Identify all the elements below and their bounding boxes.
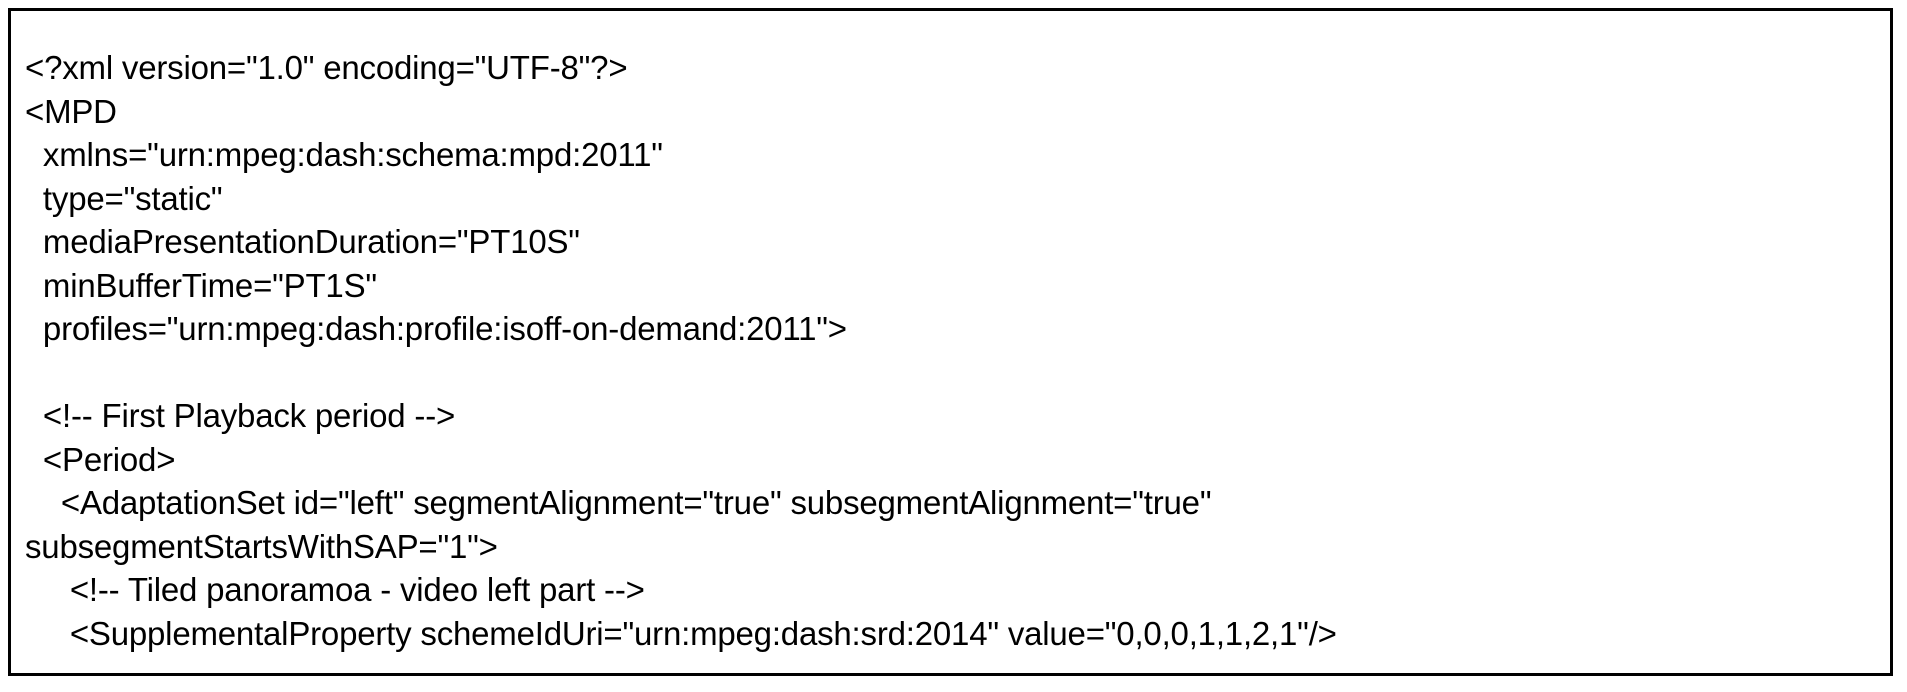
code-line: mediaPresentationDuration="PT10S"	[25, 223, 580, 260]
code-line: <AdaptationSet id="left" segmentAlignmen…	[25, 484, 1212, 521]
code-line: type="static"	[25, 179, 223, 217]
code-line-blank	[25, 351, 1890, 395]
code-line: <SupplementalProperty schemeIdUri="urn:m…	[25, 614, 1337, 652]
code-line: <?xml version="1.0" encoding="UTF-8"?>	[25, 49, 628, 86]
xml-code-listing: <?xml version="1.0" encoding="UTF-8"?> <M…	[25, 46, 1890, 655]
code-line: <Period>	[25, 440, 176, 478]
code-line: minBufferTime="PT1S"	[25, 266, 377, 304]
code-line: <!-- First Playback period -->	[25, 397, 456, 434]
code-line: xmlns="urn:mpeg:dash:schema:mpd:2011"	[25, 136, 663, 173]
code-line: subsegmentStartsWithSAP="1">	[25, 527, 498, 565]
code-line: profiles="urn:mpeg:dash:profile:isoff-on…	[25, 310, 847, 347]
code-line: <!-- Tiled panoramoa - video left part -…	[25, 571, 645, 608]
code-line: <MPD	[25, 92, 117, 130]
code-listing-frame: <?xml version="1.0" encoding="UTF-8"?> <M…	[8, 8, 1893, 676]
